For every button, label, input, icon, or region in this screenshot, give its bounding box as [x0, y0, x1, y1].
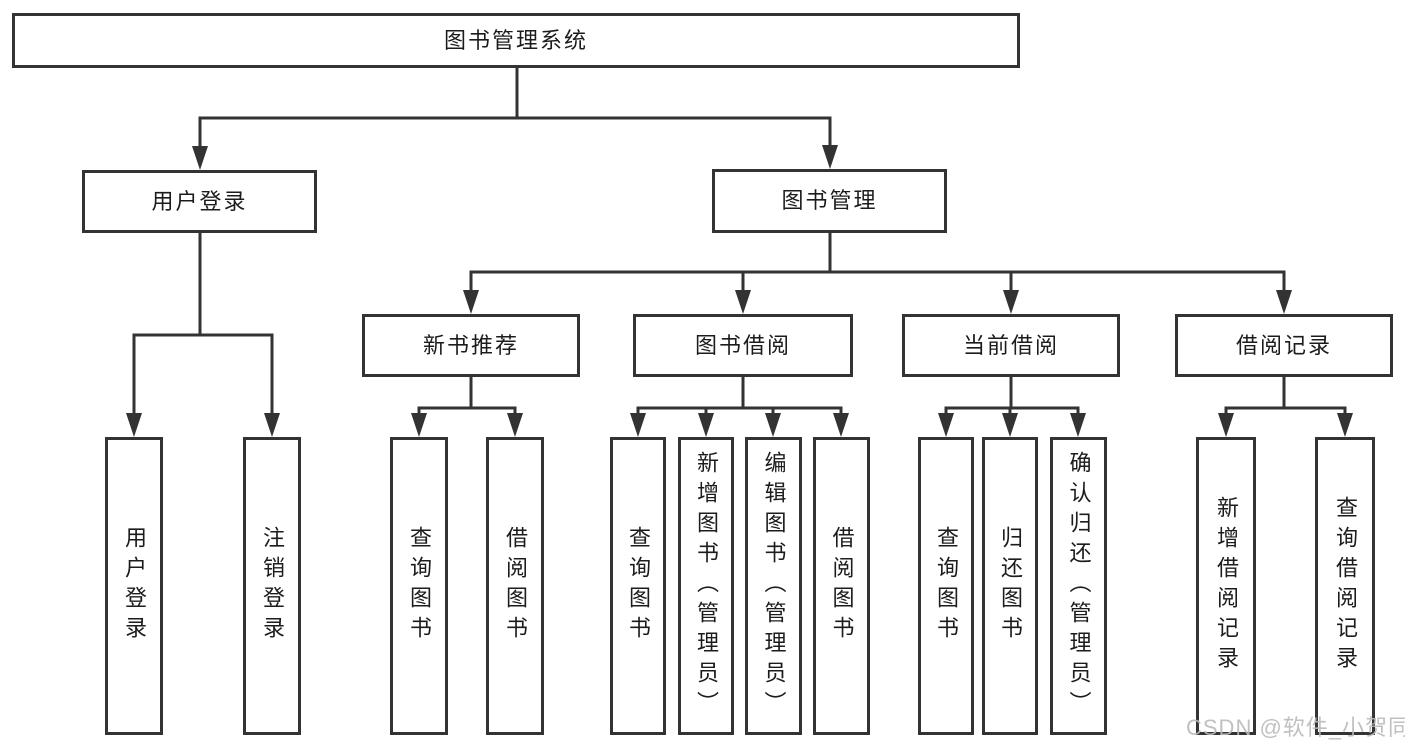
leaf-borrow-books-label: 借阅图书	[829, 526, 855, 646]
leaf-user-login: 用户登录	[105, 437, 163, 735]
leaf-return-books: 归还图书	[982, 437, 1038, 735]
csdn-watermark: CSDN @软件_小贺同学	[1186, 715, 1405, 740]
leaf-add-borrow-record-label: 新增借阅记录	[1214, 496, 1239, 676]
leaf-logout: 注销登录	[243, 437, 301, 735]
node-book-management: 图书管理	[712, 169, 947, 233]
leaf-query-borrow-record: 查询借阅记录	[1315, 437, 1375, 735]
node-new-book-recommendation: 新书推荐	[362, 314, 580, 377]
leaf-query-books-recommend-label: 查询图书	[407, 526, 432, 646]
node-borrowing-records: 借阅记录	[1175, 314, 1393, 377]
leaf-query-books-recommend: 查询图书	[390, 437, 448, 735]
leaf-edit-books-admin: 编辑图书（管理员）	[745, 437, 802, 735]
leaf-confirm-return-admin: 确认归还（管理员）	[1050, 437, 1107, 735]
leaf-query-books-borrow-label: 查询图书	[626, 526, 651, 646]
leaf-query-books-borrow: 查询图书	[610, 437, 666, 735]
node-current-borrowing: 当前借阅	[902, 314, 1120, 377]
leaf-confirm-return-admin-label: 确认归还（管理员）	[1066, 451, 1092, 721]
node-book-borrowing: 图书借阅	[633, 314, 853, 377]
leaf-query-books-current: 查询图书	[918, 437, 974, 735]
leaf-add-books-admin-label: 新增图书（管理员）	[694, 451, 719, 721]
leaf-add-borrow-record: 新增借阅记录	[1196, 437, 1256, 735]
node-library-management-system: 图书管理系统	[12, 13, 1020, 68]
leaf-return-books-label: 归还图书	[998, 526, 1023, 646]
leaf-borrow-books-recommend-label: 借阅图书	[503, 526, 528, 646]
leaf-user-login-label: 用户登录	[122, 526, 147, 646]
leaf-query-borrow-record-label: 查询借阅记录	[1333, 496, 1358, 676]
leaf-add-books-admin: 新增图书（管理员）	[678, 437, 734, 735]
node-user-login: 用户登录	[82, 170, 317, 233]
leaf-borrow-books: 借阅图书	[813, 437, 870, 735]
leaf-borrow-books-recommend: 借阅图书	[486, 437, 544, 735]
leaf-logout-label: 注销登录	[260, 526, 285, 646]
leaf-edit-books-admin-label: 编辑图书（管理员）	[761, 451, 787, 721]
leaf-query-books-current-label: 查询图书	[934, 526, 959, 646]
